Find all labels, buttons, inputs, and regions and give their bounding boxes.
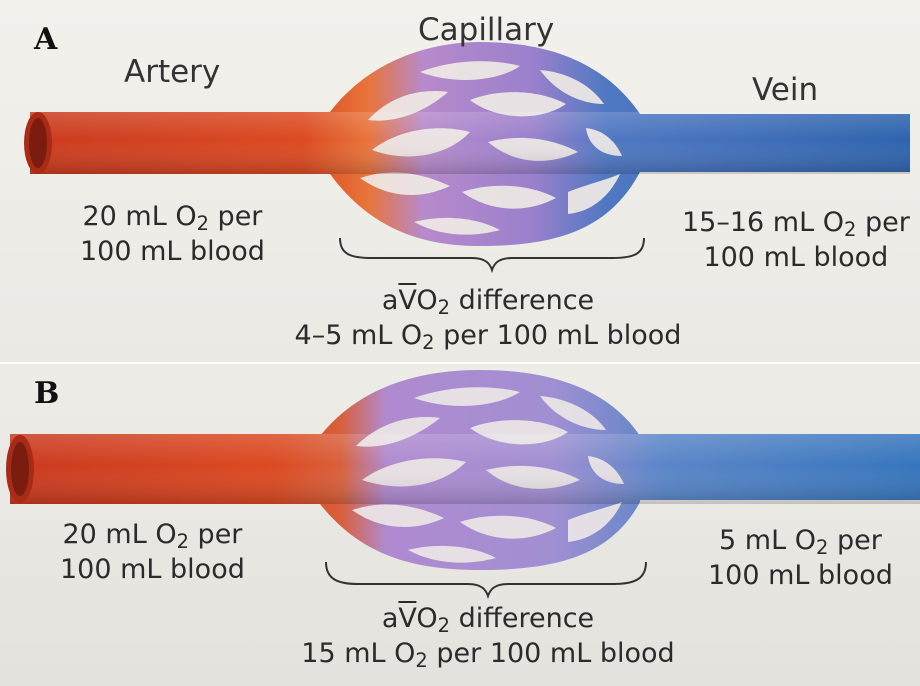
artery-o2-label: 20 mL O2 per 100 mL blood — [80, 200, 265, 268]
capillary-title: Capillary — [418, 14, 554, 47]
vein-o2-label: 15–16 mL O2 per 100 mL blood — [682, 206, 910, 274]
vein-o2-label: 5 mL O2 per 100 mL blood — [708, 524, 893, 592]
vein-title: Vein — [752, 74, 818, 107]
avo2-difference-label: aVO2 difference 15 mL O2 per 100 mL bloo… — [278, 602, 698, 672]
panel-letter: B — [34, 376, 59, 411]
panel-letter: A — [34, 22, 57, 57]
avo2-difference-label: aVO2 difference 4–5 mL O2 per 100 mL blo… — [278, 284, 698, 354]
panel-a: A Artery Capillary Vein 20 mL O2 per 100… — [0, 0, 920, 362]
artery-o2-label: 20 mL O2 per 100 mL blood — [60, 518, 245, 586]
artery-title: Artery — [124, 56, 220, 89]
panel-b: B 20 mL O2 per 100 mL blood 5 mL O2 per … — [0, 364, 920, 686]
